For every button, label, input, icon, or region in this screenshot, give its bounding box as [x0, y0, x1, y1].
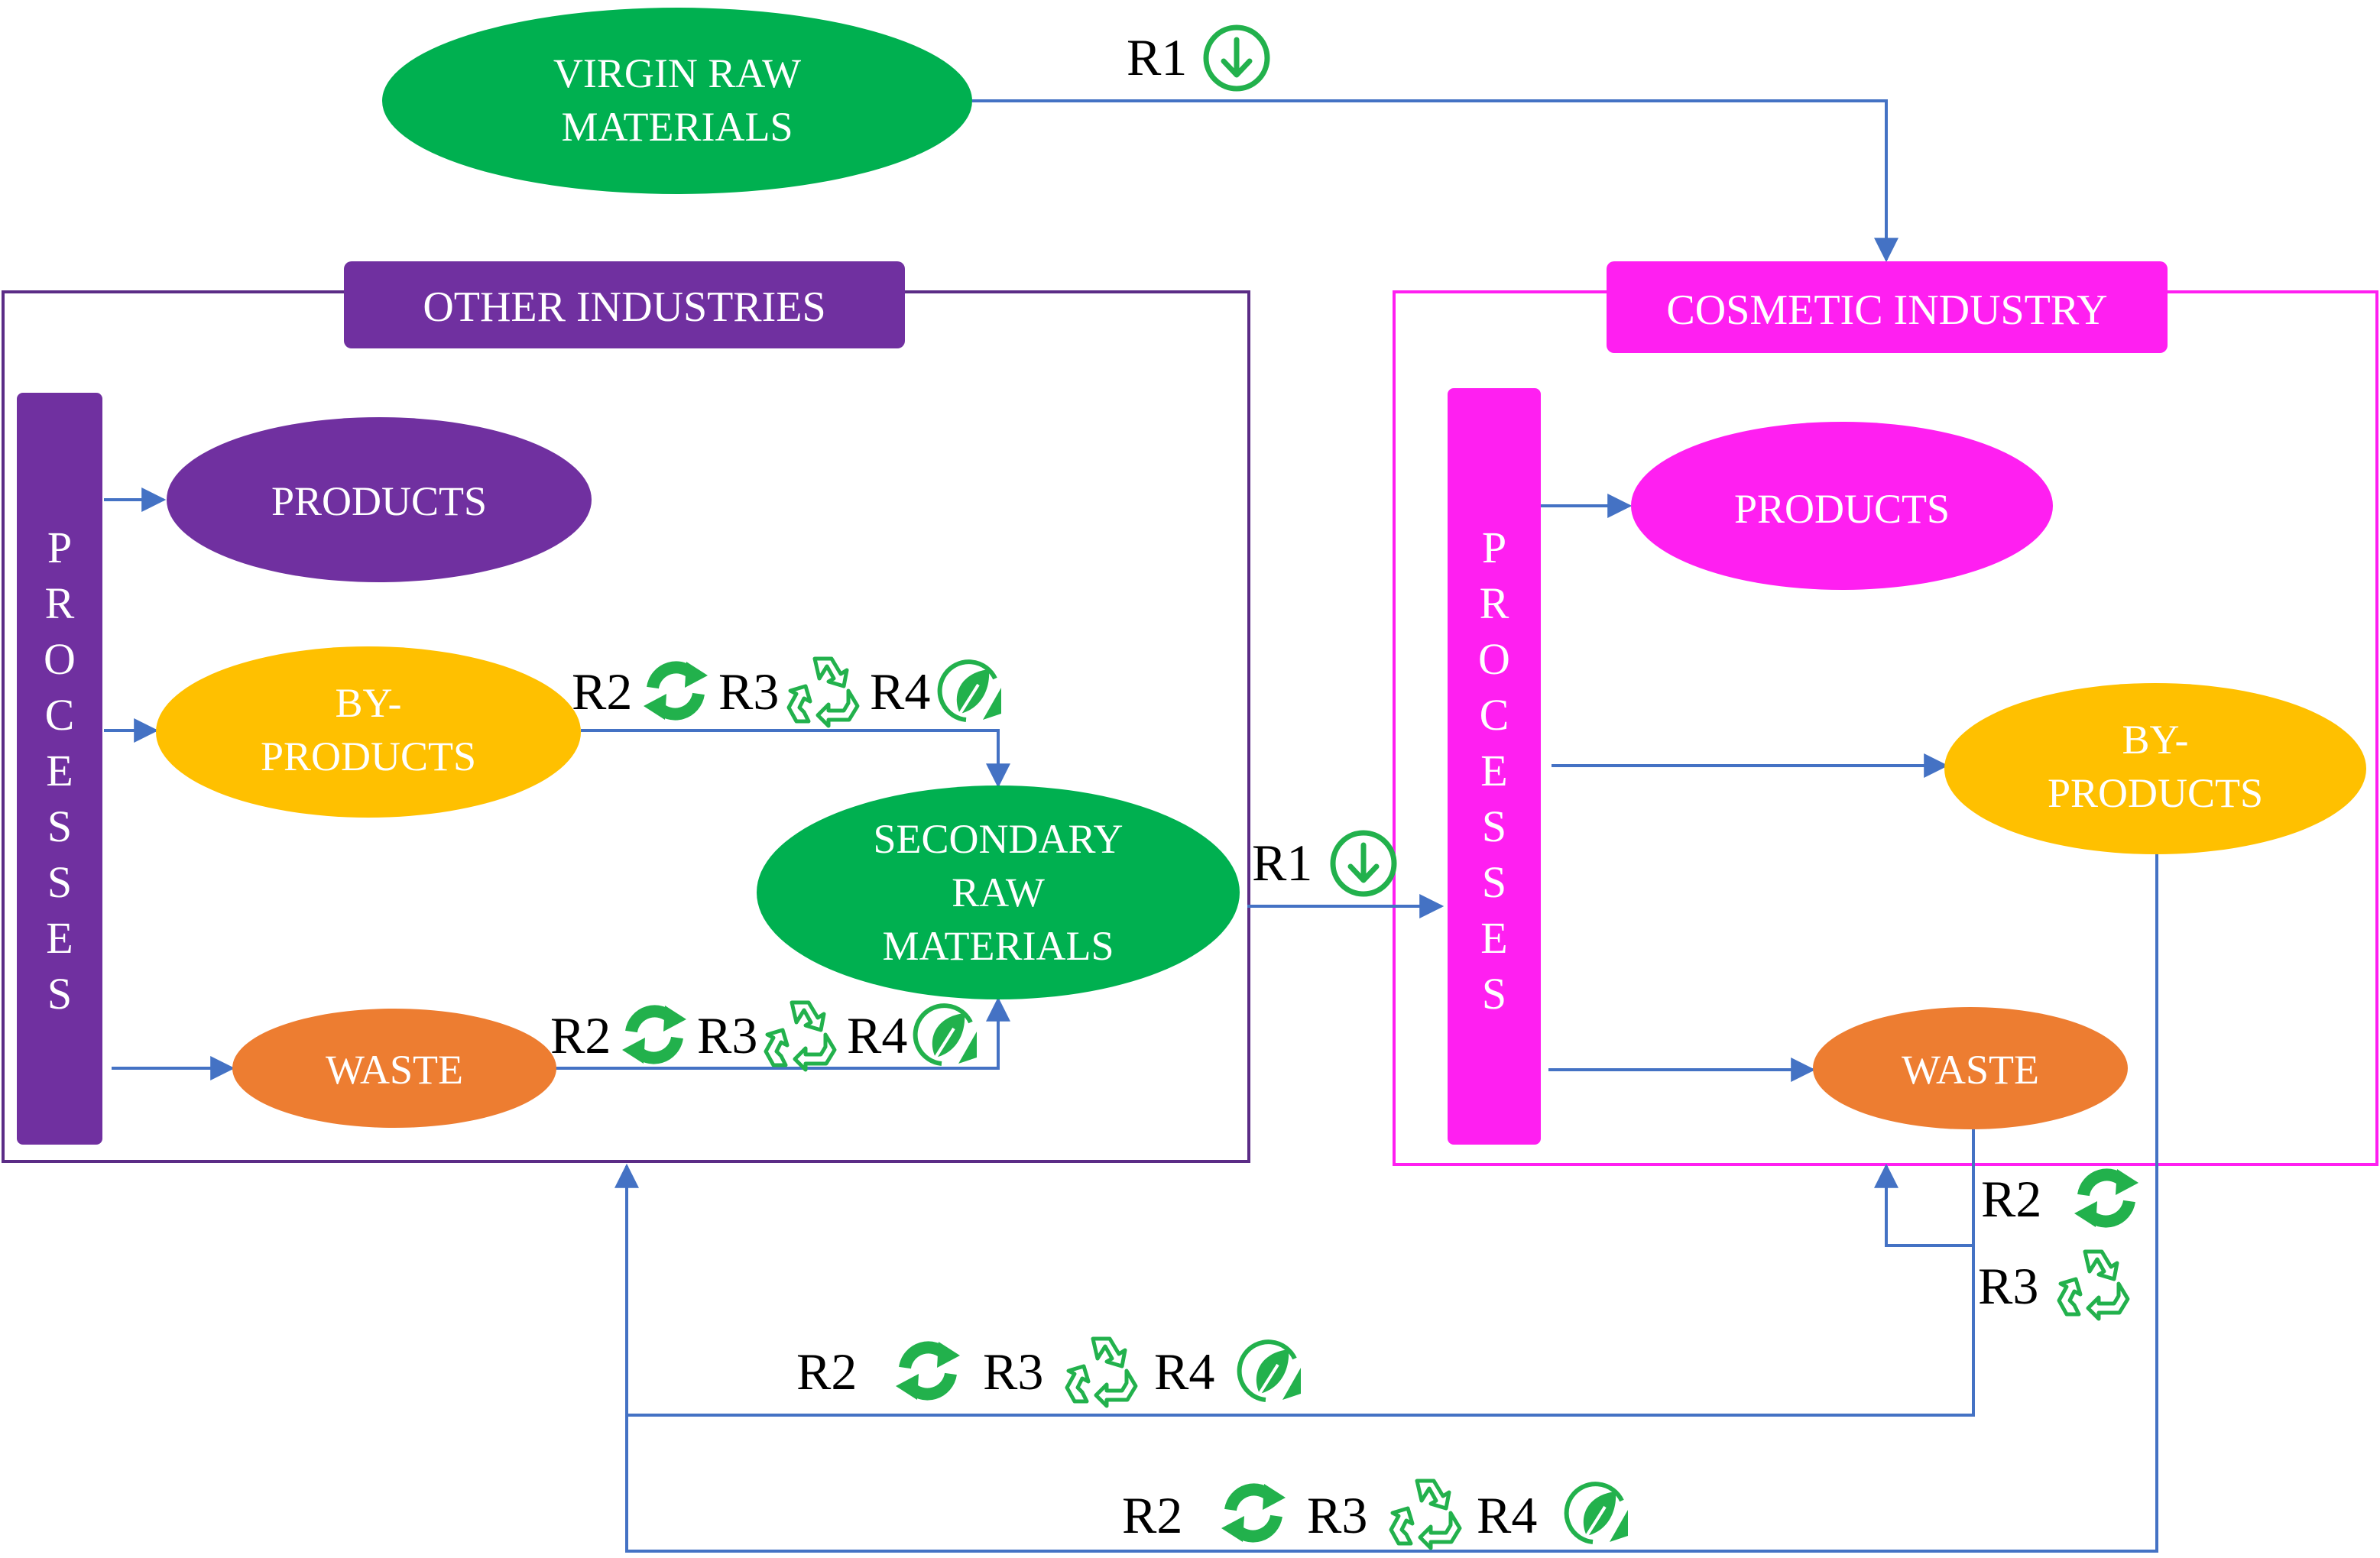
processes-letter: O — [1478, 634, 1510, 684]
processes-letter: E — [46, 913, 73, 963]
oi-byproducts-label-1: BY- — [335, 680, 401, 726]
arrow-oi-byproducts-to-secondary — [581, 729, 1010, 789]
reduce-arrow-down-icon — [1206, 28, 1267, 89]
r3-label-oi-waste: R3 — [697, 1006, 757, 1064]
processes-letter: E — [1480, 913, 1507, 963]
reuse-cycle-icon — [1221, 1484, 1286, 1542]
recycle-triangle-icon — [1067, 1339, 1136, 1406]
r3-label-ci-waste-to-other: R3 — [983, 1343, 1043, 1401]
ci-byproducts-label-2: PRODUCTS — [2048, 770, 2263, 816]
virgin-raw-materials-node — [382, 8, 972, 194]
recycle-triangle-icon — [1391, 1481, 1460, 1548]
ci-byproducts-label-1: BY- — [2122, 717, 2188, 763]
r2-label-ci-waste: R2 — [1981, 1170, 2041, 1228]
processes-letter: C — [45, 690, 75, 740]
arrow-oi-waste-to-secondary — [555, 996, 1010, 1070]
ci-products-label: PRODUCTS — [1734, 486, 1950, 532]
virgin-raw-materials-label-2: MATERIALS — [561, 104, 793, 150]
ci-products-node — [1631, 422, 2053, 590]
processes-letter: E — [46, 746, 73, 795]
oi-products-label: PRODUCTS — [271, 478, 487, 524]
processes-letter: S — [47, 802, 72, 851]
recover-leaf-icon — [1567, 1484, 1628, 1542]
r2-label-ci-waste-to-other: R2 — [796, 1343, 857, 1401]
recover-leaf-icon — [1240, 1342, 1301, 1400]
r1-label-middle: R1 — [1252, 834, 1312, 892]
r2-label-oi-byproducts: R2 — [572, 662, 632, 721]
oi-products-node — [167, 417, 592, 582]
ci-byproducts-node — [1944, 683, 2366, 854]
ci-waste-node — [1813, 1007, 2128, 1129]
processes-letter: E — [1480, 746, 1507, 795]
r3-label-ci-waste: R3 — [1978, 1257, 2038, 1315]
oi-byproducts-label-2: PRODUCTS — [261, 734, 476, 779]
secondary-raw-materials-label-1: SECONDARY — [873, 816, 1123, 862]
other-industries-title: OTHER INDUSTRIES — [423, 283, 825, 331]
recycle-triangle-icon — [789, 659, 858, 726]
r3-label-ci-byproducts-to-other: R3 — [1307, 1486, 1367, 1544]
virgin-raw-materials-label-1: VIRGIN RAW — [553, 50, 801, 96]
cosmetic-industry-header — [1607, 261, 2168, 353]
ci-processes-bar — [1448, 388, 1541, 1145]
processes-letter: P — [1482, 523, 1506, 572]
secondary-raw-materials-label-3: MATERIALS — [882, 923, 1114, 969]
processes-letter: S — [1482, 802, 1506, 851]
processes-letter: S — [47, 857, 72, 907]
reduce-arrow-down-icon — [1333, 833, 1394, 894]
r4-label-oi-waste: R4 — [847, 1006, 907, 1064]
arrow-ci-waste-to-cosmetic-loop — [1874, 1129, 1975, 1247]
recycle-triangle-icon — [766, 1002, 835, 1070]
r3-label-oi-byproducts: R3 — [718, 662, 779, 721]
arrow-ci-byproducts-to-other — [614, 854, 2158, 1553]
reuse-cycle-icon — [2074, 1169, 2138, 1227]
processes-letter: O — [44, 634, 76, 684]
processes-letter: P — [47, 523, 72, 572]
r4-label-ci-waste-to-other: R4 — [1154, 1343, 1214, 1401]
other-industries-header — [344, 261, 905, 348]
processes-letter: S — [47, 969, 72, 1019]
reuse-cycle-icon — [896, 1342, 960, 1400]
processes-letter: R — [1480, 578, 1509, 628]
oi-waste-node — [232, 1009, 556, 1128]
secondary-raw-materials-node — [757, 785, 1240, 999]
recover-leaf-icon — [916, 1006, 977, 1064]
ci-waste-label: WASTE — [1902, 1047, 2039, 1093]
r2-label-ci-byproducts-to-other: R2 — [1122, 1486, 1182, 1544]
arrow-virgin-to-cosmetic — [972, 99, 1898, 263]
oi-waste-label: WASTE — [326, 1047, 463, 1093]
processes-letter: C — [1480, 690, 1509, 740]
processes-letter: S — [1482, 969, 1506, 1019]
line-ci-waste-to-other — [627, 1245, 1975, 1417]
recover-leaf-icon — [940, 662, 1001, 720]
r4-label-oi-byproducts: R4 — [870, 662, 930, 721]
cosmetic-industry-title: COSMETIC INDUSTRY — [1666, 287, 2107, 334]
r4-label-ci-byproducts-to-other: R4 — [1477, 1486, 1537, 1544]
processes-letter: S — [1482, 857, 1506, 907]
secondary-raw-materials-label-2: RAW — [952, 870, 1045, 915]
r2-label-oi-waste: R2 — [550, 1006, 611, 1064]
r1-label-top: R1 — [1127, 28, 1187, 86]
recycle-triangle-icon — [2059, 1252, 2128, 1319]
reuse-cycle-icon — [622, 1006, 686, 1064]
oi-processes-bar — [17, 393, 102, 1145]
oi-byproducts-node — [156, 646, 581, 818]
processes-letter: R — [45, 578, 75, 628]
reuse-cycle-icon — [644, 662, 708, 720]
